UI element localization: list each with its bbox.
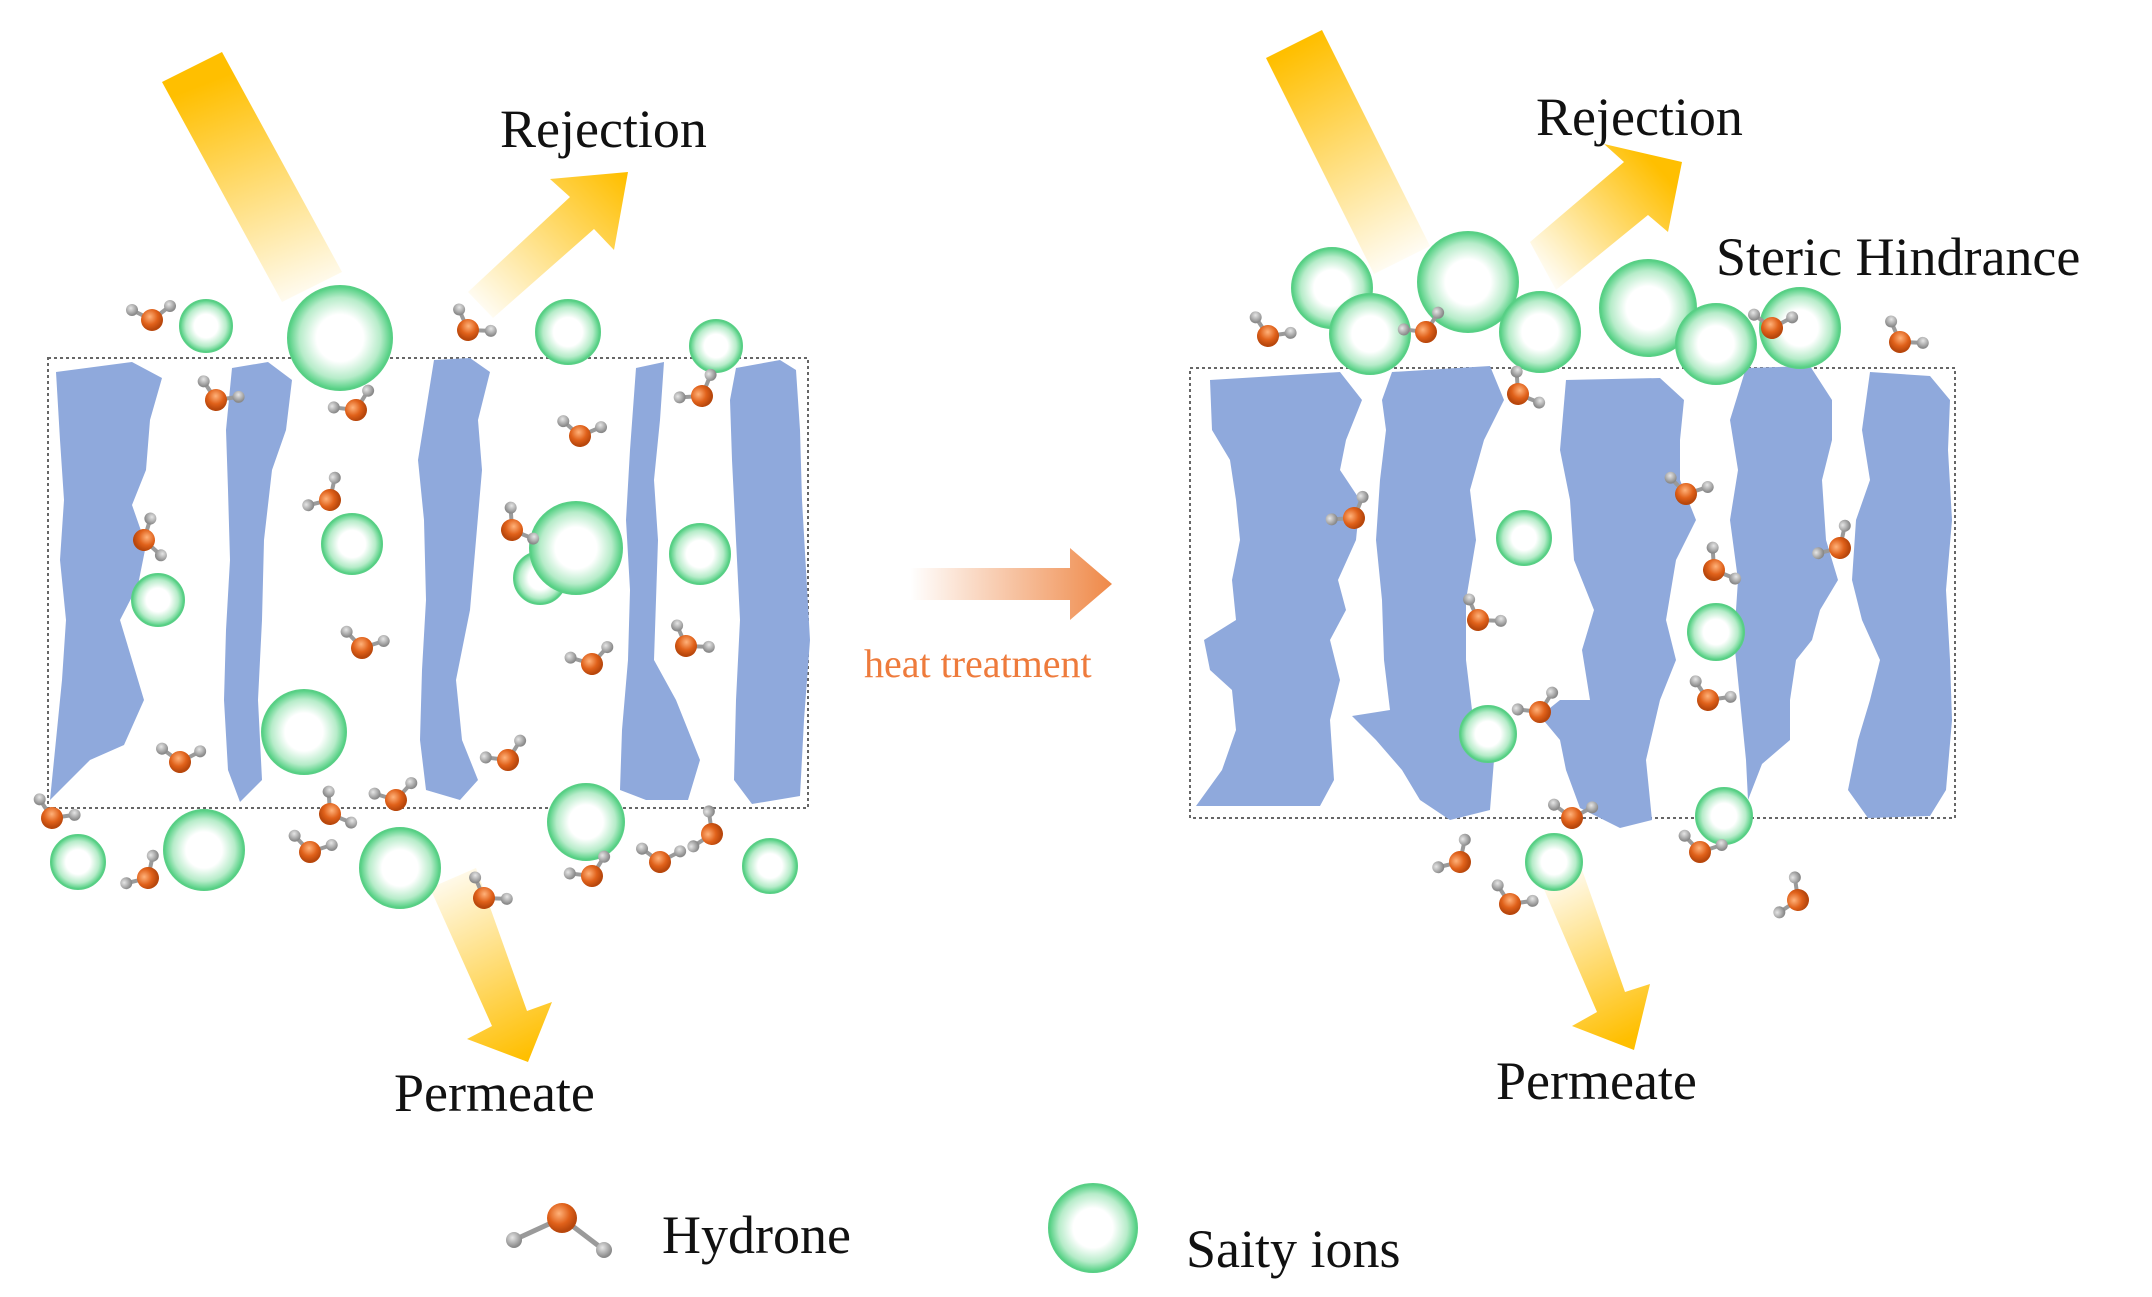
ion-sphere bbox=[131, 573, 185, 627]
water-molecule bbox=[133, 512, 167, 562]
water-molecule bbox=[501, 501, 540, 545]
water-molecule bbox=[1885, 315, 1929, 353]
water-molecule bbox=[1249, 311, 1297, 347]
water-molecule bbox=[33, 793, 81, 829]
legend-hydrone-label: Hydrone bbox=[662, 1205, 851, 1265]
right-rejection-arrow bbox=[1530, 144, 1682, 290]
ion-sphere bbox=[1496, 510, 1552, 566]
water-molecule bbox=[197, 375, 245, 411]
left-rejection-label: Rejection bbox=[500, 99, 707, 159]
right-sheet-3 bbox=[1540, 378, 1696, 828]
water-molecule bbox=[469, 871, 513, 909]
water-molecule bbox=[1689, 675, 1737, 711]
water-molecule bbox=[687, 805, 723, 853]
water-molecule bbox=[673, 368, 717, 407]
left-membrane bbox=[47, 357, 810, 809]
water-molecule bbox=[327, 384, 375, 421]
water-molecule bbox=[564, 641, 614, 675]
water-molecule bbox=[340, 625, 390, 659]
water-molecule bbox=[1463, 593, 1507, 631]
water-molecule bbox=[1511, 686, 1559, 723]
ion-sphere bbox=[321, 513, 383, 575]
left-sheet-3 bbox=[418, 358, 490, 800]
right-sheet-2 bbox=[1352, 366, 1504, 820]
water-molecule bbox=[1491, 879, 1539, 915]
ion-sphere bbox=[1675, 303, 1757, 385]
water-molecule bbox=[557, 415, 608, 447]
ion-sphere bbox=[529, 501, 623, 595]
water-molecule bbox=[126, 300, 176, 331]
ion-sphere bbox=[689, 319, 743, 373]
ion-sphere bbox=[1329, 293, 1411, 375]
left-feed-arrow bbox=[162, 52, 342, 302]
ion-sphere bbox=[287, 285, 393, 391]
right-membrane bbox=[1189, 366, 1956, 828]
left-sheet-5 bbox=[730, 360, 810, 804]
left-rejection-arrow bbox=[468, 172, 628, 318]
water-molecule bbox=[1812, 519, 1851, 560]
water-molecule bbox=[1397, 306, 1445, 343]
left-permeate-label: Permeate bbox=[394, 1063, 595, 1123]
ion-sphere bbox=[359, 827, 441, 909]
legend-saity-ions-label: Saity ions bbox=[1186, 1219, 1401, 1279]
water-molecule bbox=[1507, 365, 1546, 409]
right-feed-arrow bbox=[1266, 30, 1430, 274]
water-molecule bbox=[671, 619, 715, 657]
ion-sphere bbox=[179, 299, 233, 353]
left-permeate-arrow bbox=[430, 868, 552, 1062]
water-molecule bbox=[368, 777, 418, 811]
left-sheet-1 bbox=[50, 362, 162, 800]
water-molecule bbox=[319, 785, 358, 829]
water-molecule bbox=[453, 303, 497, 341]
ion-sphere bbox=[1695, 787, 1753, 845]
water-molecule bbox=[479, 734, 527, 771]
ion-sphere bbox=[1459, 705, 1517, 763]
steric-hindrance-label: Steric Hindrance bbox=[1716, 227, 2081, 287]
water-molecule bbox=[1432, 833, 1471, 874]
water-molecule bbox=[1703, 541, 1742, 585]
right-sheet-4 bbox=[1730, 366, 1838, 800]
water-layer bbox=[33, 300, 1929, 919]
ion-sphere bbox=[547, 783, 625, 861]
legend-ion-sphere-icon bbox=[1048, 1183, 1138, 1273]
water-molecule bbox=[1548, 798, 1599, 829]
ion-sphere bbox=[535, 299, 601, 365]
water-molecule bbox=[563, 850, 611, 887]
left-sheet-2 bbox=[224, 362, 292, 802]
heat-treatment-arrow bbox=[908, 548, 1112, 620]
right-sheet-1 bbox=[1196, 372, 1362, 806]
water-molecule bbox=[1325, 490, 1369, 529]
ion-sphere bbox=[742, 838, 798, 894]
ion-sphere bbox=[1417, 231, 1519, 333]
water-molecule bbox=[156, 742, 207, 773]
heat-treatment-label: heat treatment bbox=[864, 641, 1092, 686]
ion-sphere bbox=[261, 689, 347, 775]
water-molecule bbox=[120, 849, 159, 890]
water-molecule bbox=[1678, 829, 1728, 863]
right-rejection-label: Rejection bbox=[1536, 87, 1743, 147]
ion-layer bbox=[50, 231, 1841, 909]
ion-sphere bbox=[163, 809, 245, 891]
legend-water-molecule-icon bbox=[506, 1203, 612, 1258]
ion-sphere bbox=[669, 523, 731, 585]
ion-sphere bbox=[1687, 603, 1745, 661]
water-molecule bbox=[1664, 471, 1714, 505]
ion-sphere bbox=[1599, 259, 1697, 357]
right-permeate-label: Permeate bbox=[1496, 1051, 1697, 1111]
water-molecule bbox=[288, 829, 338, 863]
ion-sphere bbox=[1759, 287, 1841, 369]
left-sheet-4 bbox=[620, 362, 700, 800]
right-permeate-arrow bbox=[1540, 864, 1650, 1050]
ion-sphere bbox=[1499, 291, 1581, 373]
water-molecule bbox=[302, 471, 341, 512]
water-molecule bbox=[636, 842, 687, 873]
right-sheet-5 bbox=[1848, 372, 1952, 818]
water-molecule bbox=[1773, 871, 1809, 919]
left-membrane-frame bbox=[47, 357, 809, 809]
water-molecule bbox=[1748, 308, 1799, 339]
ion-sphere bbox=[50, 834, 106, 890]
ion-sphere bbox=[1525, 833, 1583, 891]
